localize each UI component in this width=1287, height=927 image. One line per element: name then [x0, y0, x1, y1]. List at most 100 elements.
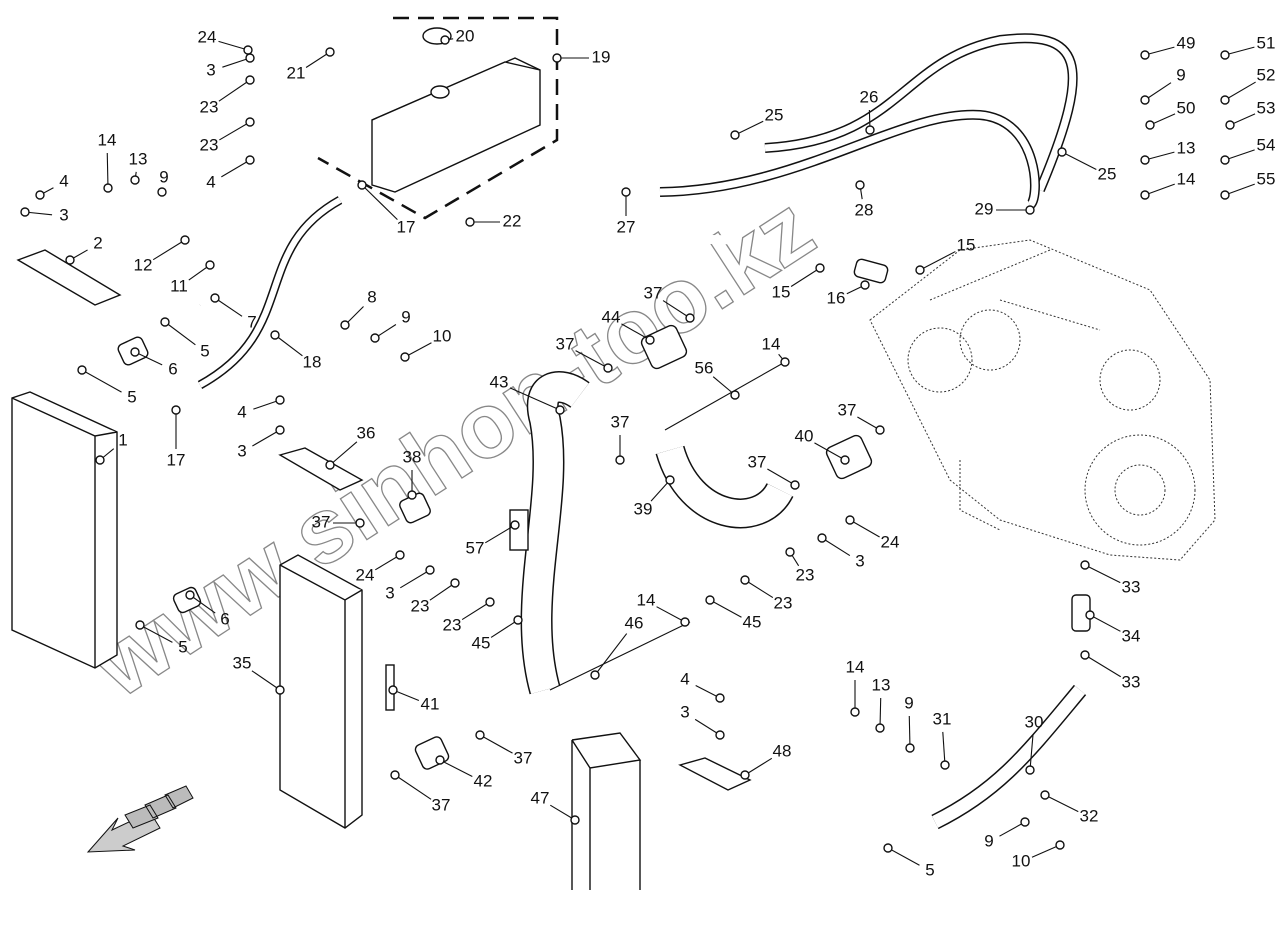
part-53 [1225, 120, 1235, 130]
callout-17: 17 [397, 217, 416, 236]
part-36 [325, 460, 335, 470]
callout-11: 11 [170, 276, 188, 295]
callout-7: 7 [247, 312, 256, 331]
leader-line [1224, 81, 1256, 101]
callout-35: 35 [233, 653, 252, 672]
callout-9: 9 [904, 693, 913, 712]
callout-26: 26 [860, 87, 879, 106]
part-9 [1020, 817, 1030, 827]
callout-6: 6 [168, 359, 177, 378]
leader-line [218, 79, 251, 102]
part-23 [450, 578, 460, 588]
callout-37: 37 [644, 283, 663, 302]
callout-14: 14 [762, 334, 781, 353]
part-12 [180, 235, 190, 245]
leader-line [650, 479, 671, 502]
leader-line [274, 334, 303, 357]
leader-line [461, 601, 491, 621]
bracket-2 [16, 249, 122, 306]
callout-24: 24 [198, 27, 217, 46]
part-18 [270, 330, 280, 340]
callout-3: 3 [237, 441, 246, 460]
tank-neck [430, 85, 450, 99]
part-13 [1140, 155, 1150, 165]
tank-group-outline [317, 16, 559, 220]
callout-36: 36 [357, 423, 376, 442]
callout-22: 22 [503, 211, 522, 230]
callout-27: 27 [617, 217, 636, 236]
callout-37: 37 [514, 748, 533, 767]
leader-line [222, 57, 251, 68]
callout-9: 9 [1176, 65, 1185, 84]
part-7 [210, 293, 220, 303]
part-48 [740, 770, 750, 780]
part-3 [275, 425, 285, 435]
leader-line [1061, 151, 1097, 171]
callout-49: 49 [1177, 33, 1196, 52]
callout-23: 23 [796, 565, 815, 584]
callout-24: 24 [356, 565, 375, 584]
radiator-1 [11, 391, 118, 669]
leader-line [1084, 654, 1122, 678]
stud-46 [549, 621, 691, 691]
callout-4: 4 [59, 171, 68, 190]
callout-37: 37 [611, 412, 630, 431]
part-37 [475, 730, 485, 740]
callout-41: 41 [421, 694, 440, 713]
part-17 [171, 405, 181, 415]
callout-14: 14 [846, 657, 865, 676]
part-27 [621, 187, 631, 197]
part-30 [1025, 765, 1035, 775]
sleeve-42 [414, 736, 450, 770]
leader-line [361, 184, 398, 221]
callout-55: 55 [1257, 169, 1276, 188]
leader-line [1089, 614, 1121, 632]
callout-6: 6 [220, 609, 229, 628]
part-11 [205, 260, 215, 270]
leader-line [1144, 46, 1175, 56]
part-56 [730, 390, 740, 400]
callout-3: 3 [206, 60, 215, 79]
bellows-40 [825, 434, 873, 480]
part-57 [510, 520, 520, 530]
callout-45: 45 [743, 612, 762, 631]
callout-19: 19 [592, 47, 611, 66]
callout-14: 14 [637, 590, 656, 609]
cooler-47 [571, 732, 642, 890]
callout-4: 4 [206, 172, 215, 191]
callout-10: 10 [1012, 851, 1031, 870]
part-21 [325, 47, 335, 57]
callout-14: 14 [98, 130, 117, 149]
callout-2: 2 [93, 233, 102, 252]
part-37 [790, 480, 800, 490]
callout-3: 3 [385, 583, 394, 602]
part-51 [1220, 50, 1230, 60]
callout-21: 21 [287, 63, 306, 82]
part-5 [135, 620, 145, 630]
callout-15: 15 [957, 235, 976, 254]
part-5 [883, 843, 893, 853]
leader-line [106, 152, 109, 189]
part-9 [157, 187, 167, 197]
callout-5: 5 [925, 860, 934, 879]
leader-line [329, 441, 358, 466]
callout-40: 40 [795, 426, 814, 445]
callout-4: 4 [237, 402, 246, 421]
part-46 [590, 670, 600, 680]
callout-54: 54 [1257, 135, 1276, 154]
leader-line [1224, 183, 1255, 196]
callout-51: 51 [1257, 33, 1276, 52]
callout-23: 23 [774, 593, 793, 612]
callout-23: 23 [411, 596, 430, 615]
callout-52: 52 [1257, 65, 1276, 84]
part-34 [1085, 610, 1095, 620]
callout-25: 25 [765, 105, 784, 124]
callout-10: 10 [433, 326, 452, 345]
leader-line [1031, 844, 1061, 858]
leader-line [479, 734, 513, 754]
callout-34: 34 [1122, 626, 1141, 645]
callout-23: 23 [200, 135, 219, 154]
leader-line [1224, 46, 1255, 56]
callout-57: 57 [466, 538, 485, 557]
